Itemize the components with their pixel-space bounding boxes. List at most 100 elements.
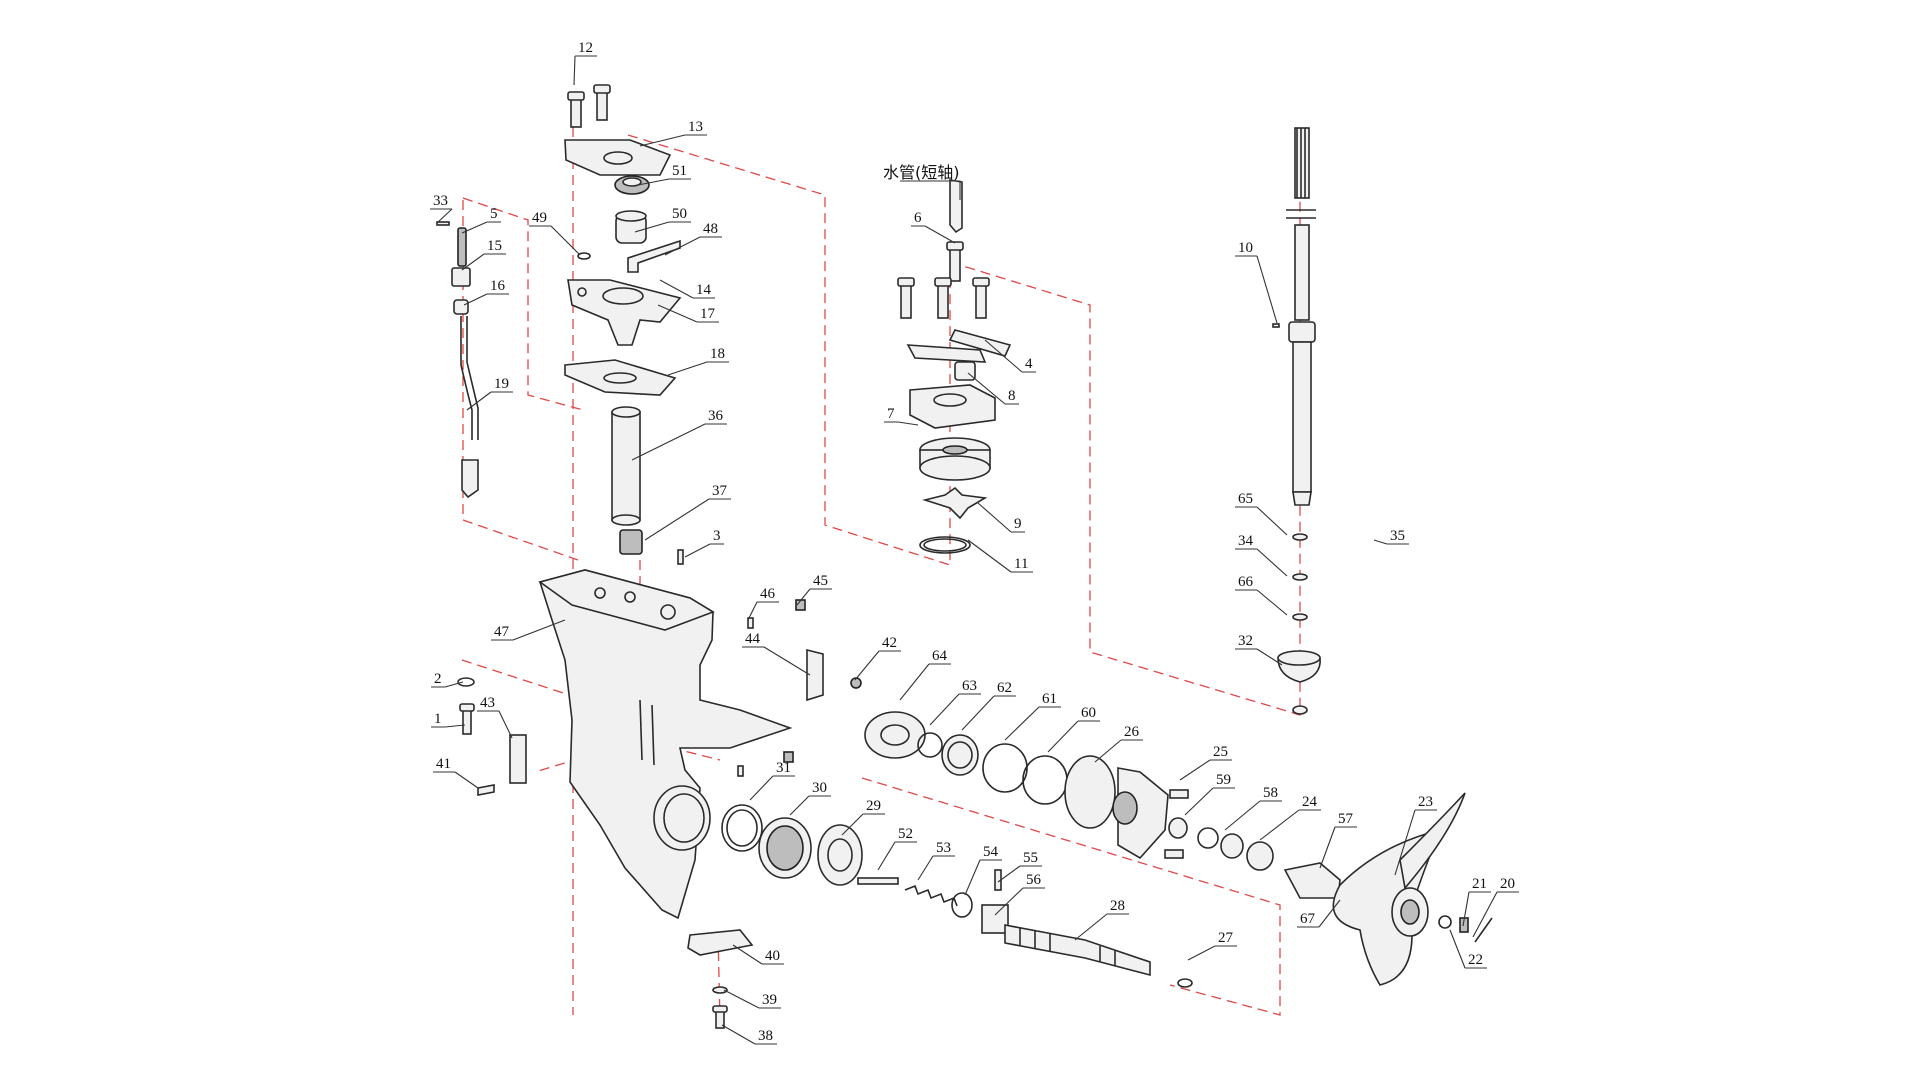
callout-50: 50: [634, 206, 691, 233]
callout-leader: [1472, 891, 1519, 938]
callout-number: 4: [1025, 356, 1033, 372]
callout-leader: [964, 859, 1002, 896]
callout-number: 23: [1418, 794, 1433, 810]
callout-number: 56: [1026, 872, 1042, 888]
callout-number: 42: [882, 635, 897, 651]
callout-5: 5: [461, 206, 501, 234]
driveshaft-housing-top: [564, 84, 684, 565]
callout-67: 67: [1297, 899, 1341, 928]
callout-number: 67: [1300, 911, 1316, 927]
callout-43: 43: [477, 695, 513, 739]
callout-number: 9: [1014, 516, 1022, 532]
callout-23: 23: [1394, 794, 1437, 876]
callout-number: 19: [494, 376, 509, 392]
callout-number: 58: [1263, 785, 1278, 801]
callout-leader: [644, 498, 731, 541]
callout-28: 28: [1074, 898, 1129, 941]
callout-number: 47: [494, 624, 510, 640]
callout-17: 17: [657, 304, 719, 323]
callout-45: 45: [796, 573, 832, 606]
callout-52: 52: [877, 826, 917, 871]
callout-47: 47: [491, 619, 566, 641]
callout-number: 26: [1124, 724, 1140, 740]
callout-leader: [749, 775, 795, 801]
callout-number: 5: [490, 206, 498, 222]
callout-39: 39: [723, 989, 781, 1009]
callout-11: 11: [967, 539, 1033, 573]
callout-number: 54: [983, 844, 999, 860]
callout-35: 35: [1373, 528, 1409, 545]
callout-leader: [433, 771, 479, 789]
callout-number: 22: [1468, 952, 1483, 968]
callout-8: 8: [967, 372, 1019, 405]
callout-32: 32: [1235, 633, 1283, 666]
callout-58: 58: [1224, 785, 1282, 831]
callout-3: 3: [684, 528, 724, 558]
callout-number: 52: [898, 826, 913, 842]
callout-leader: [899, 663, 951, 701]
callout-leader: [997, 865, 1042, 883]
callout-leader: [466, 391, 513, 411]
callout-number: 38: [758, 1028, 773, 1044]
callout-9: 9: [977, 502, 1025, 533]
callout-number: 21: [1472, 876, 1487, 892]
callout-number: 66: [1238, 574, 1254, 590]
callout-number: 60: [1081, 705, 1096, 721]
callout-leader: [1004, 706, 1061, 741]
callout-leader: [491, 619, 566, 641]
callout-64: 64: [899, 648, 951, 701]
shift-rod-assembly: [436, 221, 479, 499]
callout-49: 49: [529, 210, 581, 256]
callout-30: 30: [789, 780, 831, 816]
callout-31: 31: [749, 760, 795, 801]
callout-leader: [1179, 759, 1232, 781]
callout-leader: [994, 887, 1045, 916]
callout-38: 38: [721, 1024, 777, 1045]
callout-leader: [854, 650, 901, 681]
callout-63: 63: [929, 678, 981, 726]
callout-leader: [789, 795, 831, 816]
callout-leader: [573, 55, 597, 86]
callout-leader: [721, 1024, 777, 1045]
callout-44: 44: [742, 631, 811, 676]
callout-4: 4: [984, 339, 1036, 373]
callout-leader: [659, 279, 715, 299]
callout-leader: [431, 681, 464, 688]
callout-number: 12: [578, 40, 593, 56]
callout-number: 3: [713, 528, 721, 544]
callout-7: 7: [884, 406, 919, 426]
callout-leader: [967, 372, 1019, 405]
callout-leader: [1187, 945, 1237, 961]
callout-number: 53: [936, 840, 951, 856]
callout-leader: [877, 841, 917, 871]
callout-number: 8: [1008, 388, 1016, 404]
callout-27: 27: [1187, 930, 1237, 961]
callout-leader: [477, 710, 513, 739]
callout-leader: [929, 693, 981, 726]
callout-leader: [984, 339, 1036, 373]
callout-number: 36: [708, 408, 724, 424]
callout-number: 49: [532, 210, 547, 226]
callout-leader: [723, 989, 781, 1009]
callout-2: 2: [431, 671, 464, 688]
callout-number: 44: [745, 631, 761, 647]
callout-number: 10: [1238, 240, 1253, 256]
callout-29: 29: [841, 798, 885, 836]
callout-57: 57: [1319, 811, 1357, 869]
propeller-shaft-assembly: [721, 711, 1274, 988]
callout-leader: [967, 539, 1033, 573]
callout-leader: [631, 423, 727, 461]
callout-leader: [917, 855, 955, 881]
callout-56: 56: [994, 872, 1045, 916]
callout-leader: [461, 253, 506, 271]
callout-number: 50: [672, 206, 687, 222]
callout-number: 18: [710, 346, 725, 362]
callout-number: 51: [672, 163, 687, 179]
callout-number: 29: [866, 798, 881, 814]
callout-number: 35: [1390, 528, 1405, 544]
callout-leader: [841, 813, 885, 836]
callout-leader: [1184, 787, 1235, 816]
callout-18: 18: [667, 346, 729, 376]
callout-leader: [430, 208, 453, 224]
callout-leader: [1394, 809, 1437, 876]
